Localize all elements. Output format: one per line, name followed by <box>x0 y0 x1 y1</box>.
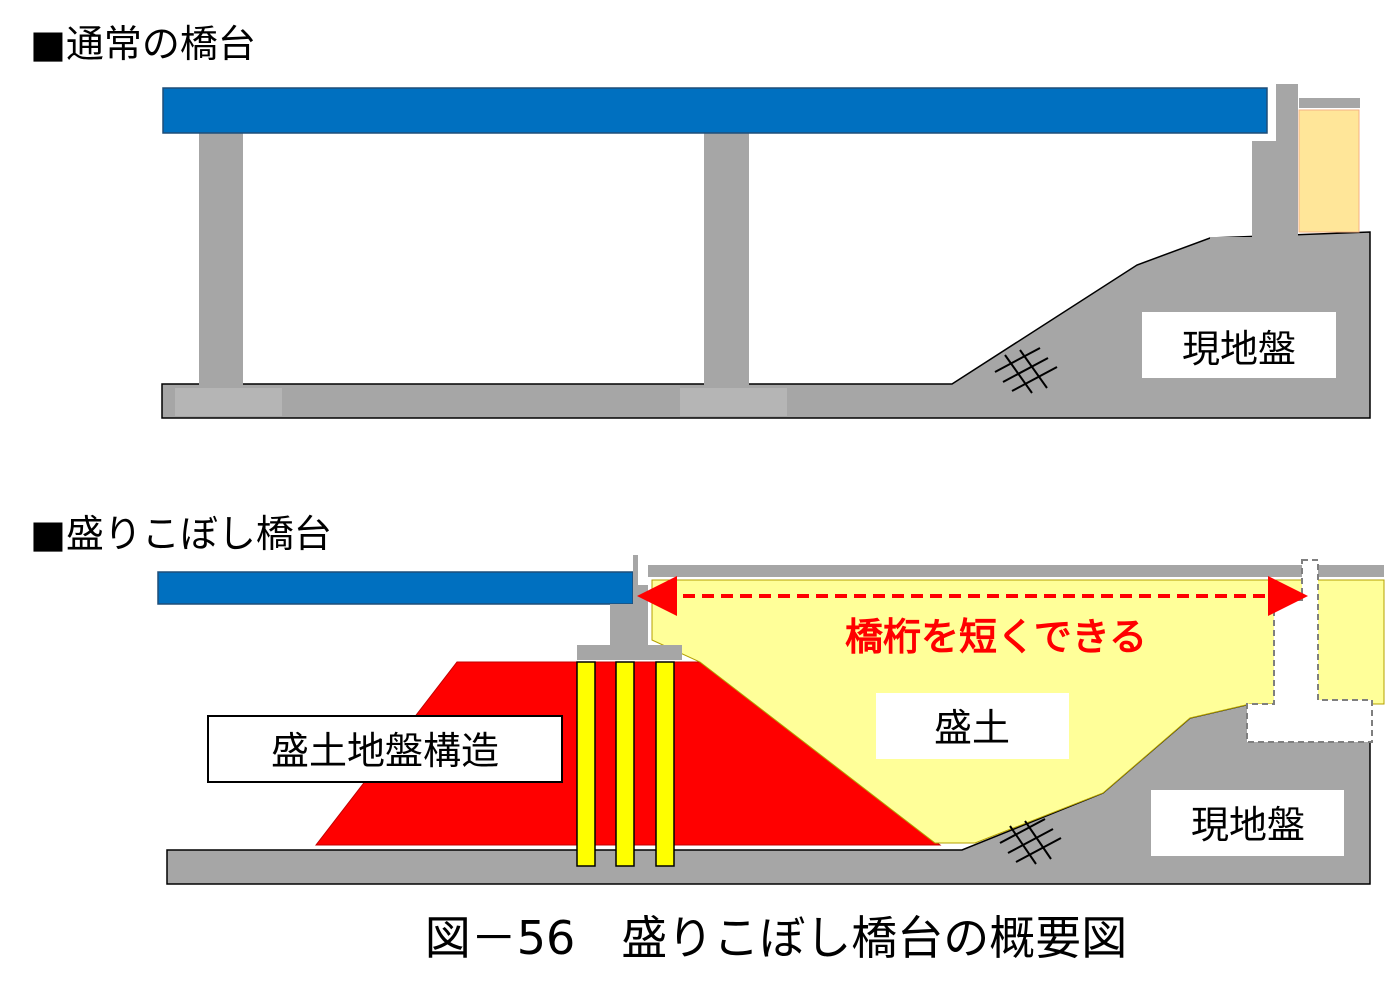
section2-ground-label: 現地盤 <box>1191 803 1305 847</box>
section2-fill-label-box <box>876 693 1069 759</box>
section1-approach-slab <box>1299 98 1360 108</box>
section2-pile-1 <box>576 661 596 867</box>
section1-footing-2 <box>680 388 787 416</box>
section1-heading: ■通常の橋台 <box>30 22 256 66</box>
figure-caption: 図－56 盛りこぼし橋台の概要図 <box>425 911 1128 965</box>
section2-ground-hatch <box>999 818 1062 865</box>
section2-fill-label: 盛土 <box>934 706 1010 750</box>
section2-diagram: 橋桁を短くできる 盛土地盤構造 盛土 現地盤 <box>157 555 1385 885</box>
section1-ground-label-box <box>1142 312 1336 378</box>
section1-backfill <box>1298 109 1360 233</box>
section1-pier-2 <box>704 133 749 386</box>
section1-abutment <box>1210 84 1357 284</box>
section1-ground-hatch <box>994 347 1058 394</box>
section2-structure-label-box <box>207 715 563 783</box>
section2-abutment <box>577 555 682 660</box>
section1-pier-1 <box>199 133 243 386</box>
section2-heading: ■盛りこぼし橋台 <box>30 512 332 556</box>
section2-structure-label: 盛土地盤構造 <box>271 729 499 773</box>
section2-girder <box>157 571 634 605</box>
section1-footing-1 <box>175 388 282 416</box>
section2-pile-2 <box>615 661 635 867</box>
section2-note: 橋桁を短くできる <box>845 615 1147 659</box>
section1-ground-label: 現地盤 <box>1182 327 1296 371</box>
section2-approach-slab <box>648 565 1384 577</box>
section2-ground-label-box <box>1151 790 1344 856</box>
section2-pile-3 <box>655 661 675 867</box>
section1-diagram: 現地盤 <box>161 84 1371 419</box>
section1-girder <box>162 87 1268 134</box>
